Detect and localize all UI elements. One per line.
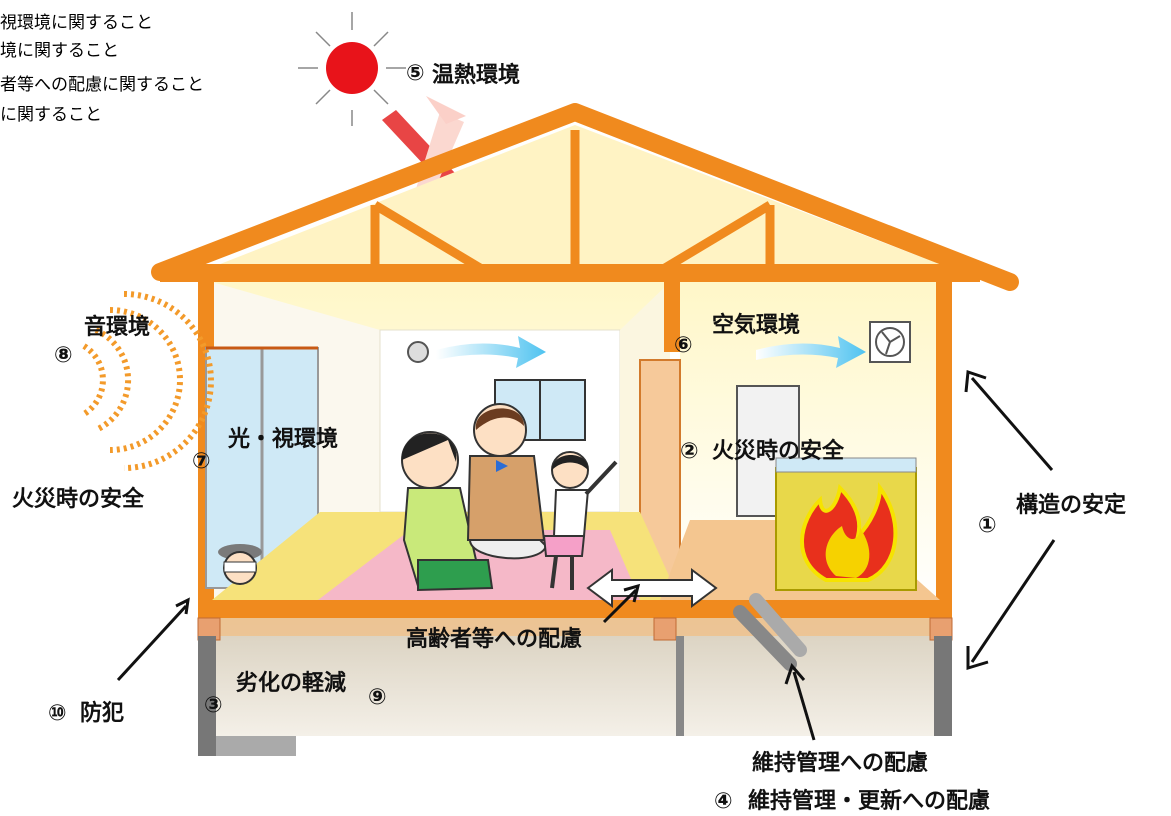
vent-icon	[407, 341, 429, 363]
number-3: ③	[204, 693, 223, 718]
elderly-label: 高齢者等への配慮	[406, 626, 582, 652]
attic	[210, 125, 950, 268]
number-6: ⑥	[674, 333, 693, 358]
structure-label: 構造の安定	[1016, 492, 1126, 518]
light-label: 光・視環境	[227, 426, 338, 452]
sun	[298, 12, 406, 126]
top-note-3: 者等への配慮に関すること	[0, 75, 204, 95]
pipes	[733, 593, 807, 671]
sound-label: 音環境	[84, 314, 150, 340]
kitchen-fire	[775, 457, 917, 591]
roof-trusses	[370, 130, 775, 272]
right-outer-wall	[936, 282, 952, 612]
top-note-4: に関すること	[0, 105, 102, 125]
air-label: 空気環境	[712, 312, 800, 338]
number-9: ⑨	[368, 685, 387, 710]
number-7: ⑦	[192, 449, 211, 474]
exhaust-fan-icon	[869, 321, 911, 363]
foundation-right	[934, 636, 952, 736]
family-figures	[401, 403, 618, 592]
crime-label: 防犯	[80, 700, 124, 726]
deterioration-label: 劣化の軽減	[236, 670, 346, 696]
sound-waves-icon	[82, 291, 214, 471]
number-4: ④	[714, 789, 733, 814]
number-8: ⑧	[54, 343, 73, 368]
floor-beam	[198, 600, 952, 618]
fire-left-label: 火災時の安全	[12, 486, 145, 512]
crawl-space	[198, 618, 952, 736]
ceiling-beam	[160, 264, 980, 282]
accessibility-arrow	[586, 568, 718, 608]
fire-right-label: 火災時の安全	[712, 438, 845, 464]
airflow-arrows	[436, 336, 866, 368]
pointer-lines	[116, 369, 1056, 741]
maintenance-small-label: 維持管理への配慮	[752, 750, 928, 776]
top-note-2: 境に関すること	[0, 41, 119, 61]
partition-wall	[664, 282, 680, 352]
roof-frame	[151, 103, 1019, 291]
number-5: ⑤	[406, 61, 425, 86]
number-2: ②	[680, 439, 699, 464]
number-10: ⑩	[48, 701, 67, 726]
thermal-label: 温熱環境	[432, 62, 520, 88]
number-1: ①	[978, 513, 997, 538]
maintenance-full-label: 維持管理・更新への配慮	[748, 788, 990, 814]
top-note-1: 視環境に関すること	[0, 13, 153, 33]
burglar-figure	[218, 544, 262, 585]
foundation-left	[198, 636, 216, 756]
